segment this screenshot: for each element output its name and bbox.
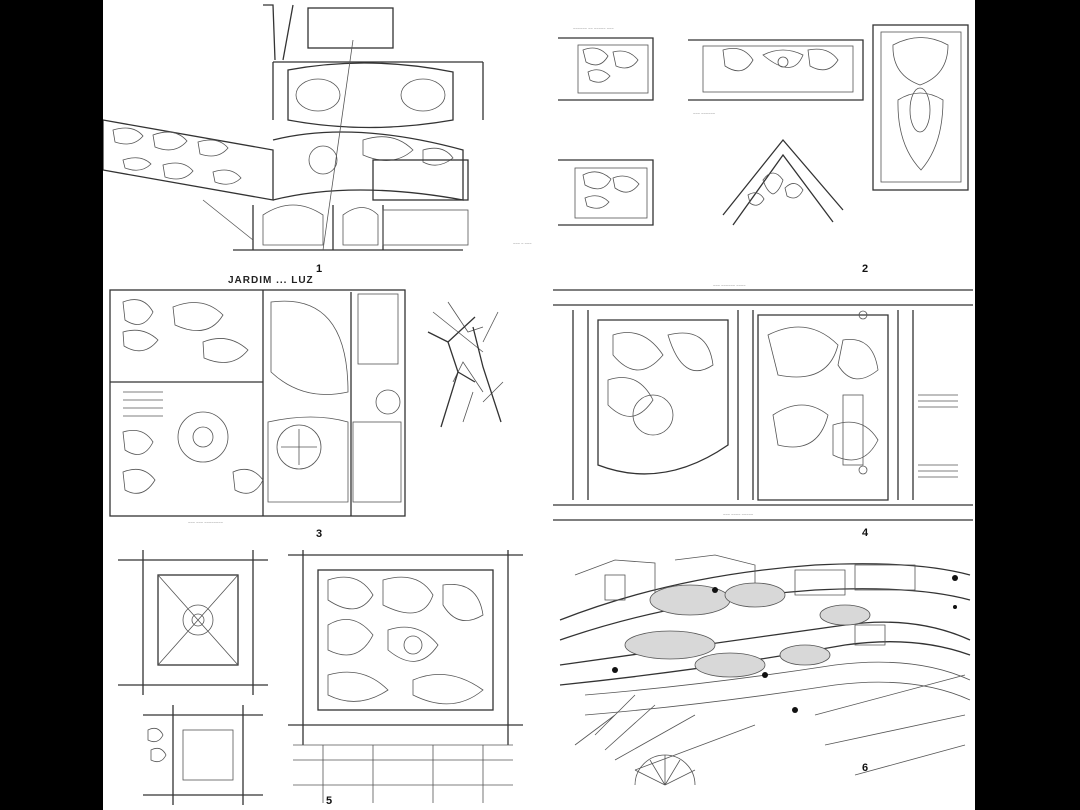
svg-text:~~~ ~~~~ ~~~~~: ~~~ ~~~~ ~~~~~ [723, 512, 754, 517]
plan-drawing-1: ~~~ ~ ~~~ [103, 4, 532, 251]
svg-text:~~~~~~ ~~ ~~~~~ ~~~: ~~~~~~ ~~ ~~~~~ ~~~ [573, 26, 614, 31]
plan-panel-3: JARDIM ... LUZ ~~~ ~~~ ~~~~~~~~ 3 [103, 272, 543, 542]
plan-title: JARDIM ... LUZ [228, 275, 314, 286]
plan-panel-4: ~~~ ~~~~~~ ~~~~ ~~~ ~~~~ ~~~~~ 4 [553, 275, 975, 545]
plan-panel-6: 6 [555, 545, 975, 810]
plan-drawing-3: ~~~ ~~~ ~~~~~~~~ [109, 289, 504, 525]
svg-text:~~~ ~ ~~~: ~~~ ~ ~~~ [513, 241, 532, 246]
plan-drawing-6 [559, 554, 971, 786]
plan-panel-2: ~~~ ~~~~~~ ~~~~~~ ~~ ~~~~~ ~~~ 2 [553, 0, 975, 275]
svg-text:~~~ ~~~ ~~~~~~~~: ~~~ ~~~ ~~~~~~~~ [188, 520, 224, 525]
plan-panel-1: ~~~ ~ ~~~ 1 [103, 0, 543, 275]
svg-text:~~~ ~~~~~~ ~~~~: ~~~ ~~~~~~ ~~~~ [713, 283, 746, 288]
svg-text:~~~ ~~~~~~: ~~~ ~~~~~~ [693, 111, 716, 116]
drawing-sheet: ~~~ ~ ~~~ 1 ~~~ ~~~~~~ ~~~~~~ ~~ ~~~~~ ~… [103, 0, 975, 810]
plan-drawing-2: ~~~ ~~~~~~ ~~~~~~ ~~ ~~~~~ ~~~ [558, 24, 969, 226]
plan-label: 6 [861, 762, 869, 774]
plan-label: 3 [315, 528, 323, 540]
plan-panel-5: 5 [113, 545, 543, 810]
plan-label: 2 [861, 263, 869, 275]
plan-label: 4 [861, 527, 869, 539]
plan-label: 5 [325, 795, 333, 807]
plan-label: 1 [315, 263, 323, 275]
plan-drawing-5 [118, 550, 523, 805]
plan-drawing-4: ~~~ ~~~~~~ ~~~~ ~~~ ~~~~ ~~~~~ [553, 283, 973, 521]
